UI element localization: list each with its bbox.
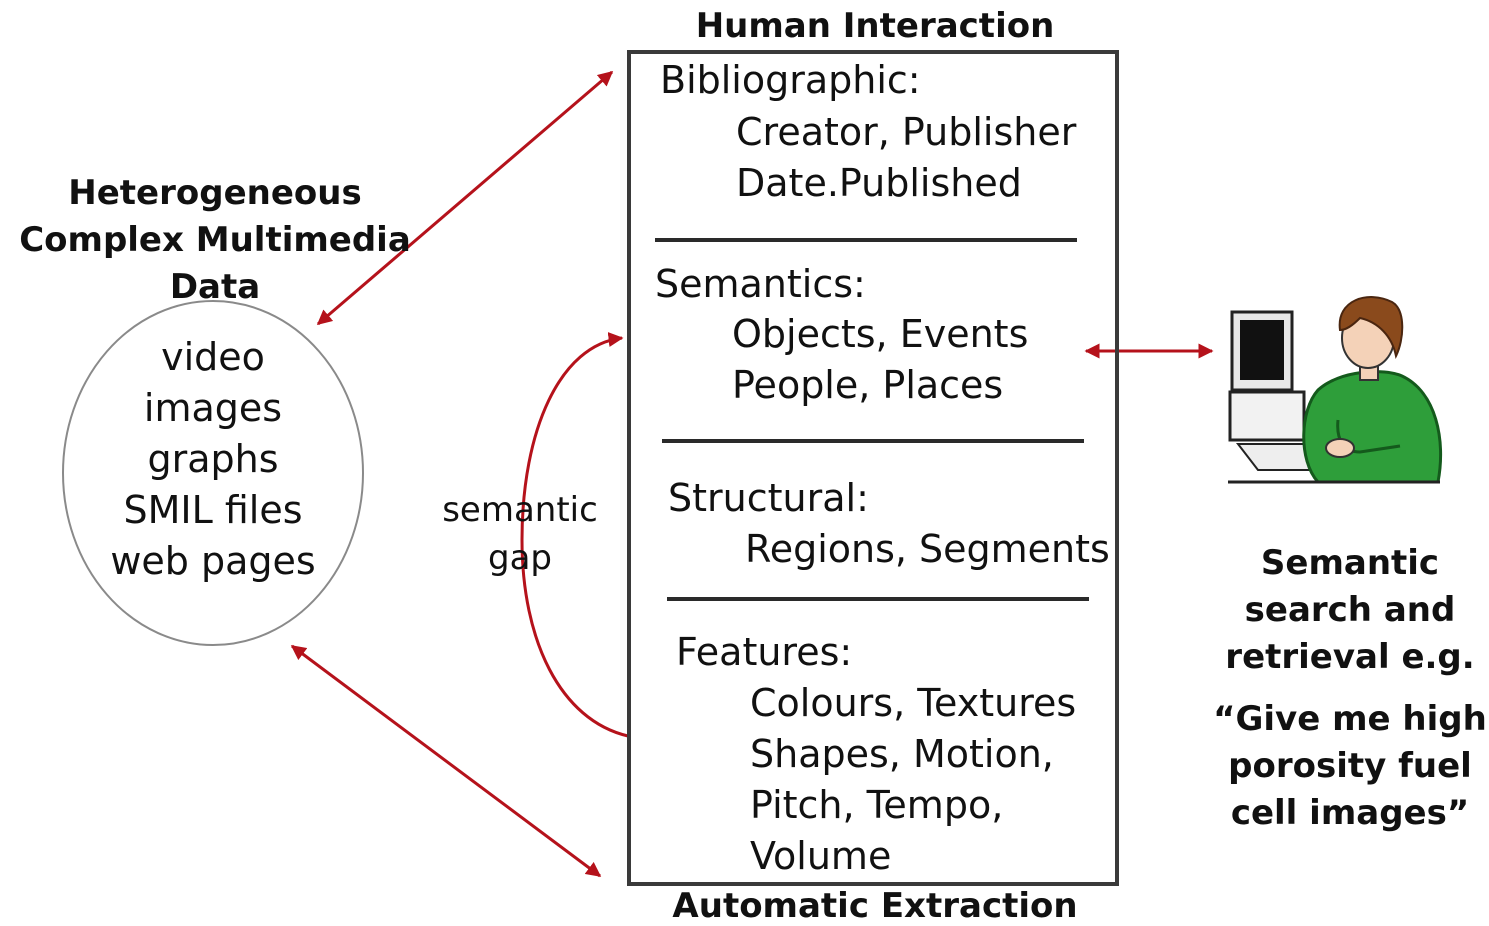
semantic-search-title-line: search and (1244, 590, 1456, 630)
multimedia-item: web pages (110, 539, 316, 583)
metadata-box (627, 50, 1119, 886)
semantic-search-title-line: retrieval e.g. (1225, 637, 1475, 677)
semantic-search-title-line: Semantic (1260, 543, 1440, 583)
multimedia-title-line: Data (169, 267, 261, 307)
section-line: People, Places (732, 363, 1004, 407)
section-divider (667, 597, 1089, 601)
multimedia-ellipse (62, 300, 364, 646)
section-line: Objects, Events (732, 312, 1029, 356)
section-line: Volume (750, 834, 892, 878)
example-query-line: cell images” (1230, 793, 1470, 833)
section-line: Date.Published (736, 161, 1022, 205)
example-query-line: porosity fuel (1228, 746, 1472, 786)
arrow-to-human-interaction (316, 70, 614, 326)
arrow-to-automatic-extraction (290, 644, 602, 878)
multimedia-item: SMIL files (123, 488, 303, 532)
section-line: Regions, Segments (745, 527, 1110, 571)
section-line: Pitch, Tempo, (750, 783, 1004, 827)
section-heading-bibliographic: Bibliographic: (660, 58, 921, 102)
semantic-search-title: Semantic search and retrieval e.g. (1205, 540, 1489, 681)
section-divider (655, 238, 1077, 242)
multimedia-title-line: Complex Multimedia (19, 220, 411, 260)
multimedia-item: video (161, 335, 265, 379)
automatic-extraction-label: Automatic Extraction (672, 886, 1078, 926)
section-heading-features: Features: (676, 630, 853, 674)
user-at-computer-icon (1228, 296, 1443, 484)
section-line: Colours, Textures (750, 681, 1077, 725)
section-line: Shapes, Motion, (750, 732, 1054, 776)
example-query: “Give me high porosity fuel cell images” (1205, 696, 1489, 837)
section-divider (662, 439, 1084, 443)
section-heading-structural: Structural: (668, 476, 869, 520)
example-query-line: “Give me high (1213, 699, 1487, 739)
semantic-gap-label-line: gap (488, 538, 552, 578)
multimedia-title-line: Heterogeneous (68, 173, 362, 213)
multimedia-item: graphs (147, 437, 279, 481)
semantic-gap-arrow (520, 332, 629, 738)
semantic-gap-label: semantic gap (420, 486, 620, 582)
multimedia-title: Heterogeneous Complex Multimedia Data (5, 170, 425, 311)
human-interaction-label: Human Interaction (695, 6, 1055, 46)
section-line: Creator, Publisher (736, 110, 1077, 154)
section-heading-semantics: Semantics: (655, 262, 866, 306)
semantic-gap-label-line: semantic (442, 490, 598, 530)
multimedia-item: images (143, 386, 283, 430)
